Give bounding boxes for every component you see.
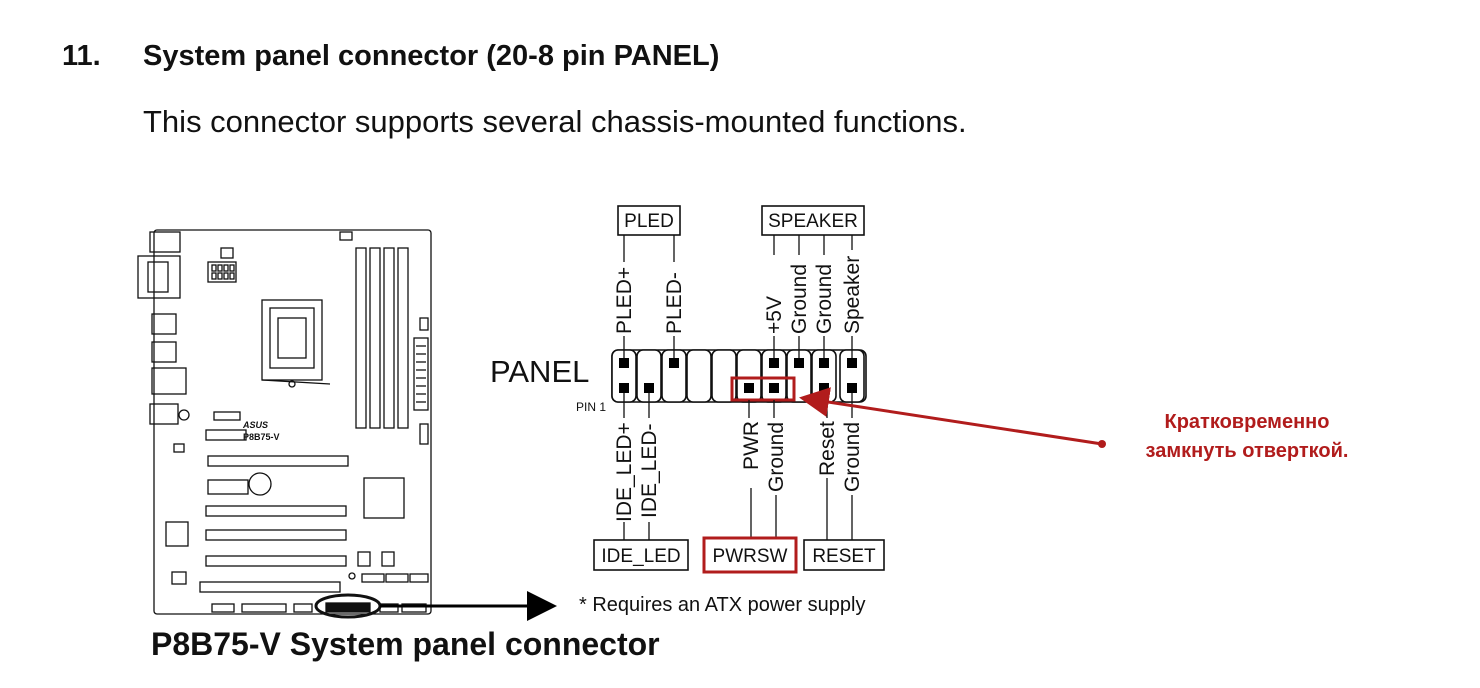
- pin-label-reset: Reset: [816, 421, 839, 476]
- pcie-slot: [205, 555, 347, 567]
- pin: [847, 383, 857, 393]
- pin: [819, 358, 829, 368]
- audio-jack: [178, 409, 190, 421]
- bottom-lead-lines: [623, 393, 853, 540]
- pin-header: [611, 349, 867, 403]
- speaker-group-box: [761, 205, 865, 236]
- chipset: [363, 477, 405, 519]
- pcie-slot: [199, 581, 341, 593]
- pled-group-label: PLED: [624, 211, 674, 232]
- dimm-slot: [369, 247, 381, 429]
- board-model-label: P8B75-V: [243, 432, 280, 442]
- io-port: [147, 261, 169, 293]
- dimm-slot: [355, 247, 367, 429]
- pin-label-reset-ground: Ground: [841, 422, 864, 492]
- pin: [769, 358, 779, 368]
- pin: [619, 383, 629, 393]
- pwrsw-group-label: PWRSW: [713, 546, 788, 567]
- pin: [744, 383, 754, 393]
- pin-label-pled-minus: PLED-: [663, 272, 686, 334]
- pcie-slot: [207, 479, 249, 495]
- annotation-arrow: [799, 387, 1103, 446]
- pwrsw-group-box: [702, 536, 798, 574]
- panel-label: PANEL: [490, 354, 589, 389]
- pcie-slot: [205, 505, 347, 517]
- sata-port: [385, 573, 409, 583]
- pin1-label: PIN 1: [576, 400, 606, 414]
- pwrsw-pins-highlight: [730, 376, 796, 402]
- pin-label-pled-plus: PLED+: [613, 267, 636, 334]
- motherboard-illustration: [137, 229, 432, 619]
- atx-requirement-note: * Requires an ATX power supply: [579, 594, 865, 616]
- section-number: 11.: [62, 40, 101, 72]
- io-port: [151, 341, 177, 363]
- io-port: [151, 367, 187, 395]
- io-port: [149, 231, 181, 253]
- section-title: System panel connector (20-8 pin PANEL): [143, 40, 720, 72]
- io-port: [137, 255, 181, 299]
- board-outline: [153, 229, 432, 615]
- top-lead-lines: [623, 235, 853, 358]
- pled-group-box: [617, 205, 681, 236]
- pin: [644, 383, 654, 393]
- pin: [794, 358, 804, 368]
- pin: [847, 358, 857, 368]
- pin-label-plus5v: +5V: [763, 296, 786, 334]
- pin-label-ground-1: Ground: [788, 264, 811, 334]
- annotation-arrow-tail: [1098, 440, 1106, 448]
- pin: [769, 383, 779, 393]
- ide-led-group-label: IDE_LED: [601, 546, 680, 567]
- pcie-slot: [205, 429, 247, 441]
- pin-label-ground-2: Ground: [813, 264, 836, 334]
- io-port: [151, 313, 177, 335]
- dimm-slot: [397, 247, 409, 429]
- reset-group-label: RESET: [812, 546, 876, 567]
- panel-header-location: [325, 602, 371, 613]
- dimm-slot: [383, 247, 395, 429]
- sata-port: [361, 573, 385, 583]
- ide-led-group-box: [593, 539, 689, 571]
- pin: [669, 358, 679, 368]
- pin-label-pwr: PWR: [740, 421, 763, 470]
- atx-power-connector: [413, 337, 429, 411]
- cpu-socket: [261, 299, 323, 381]
- cmos-battery: [248, 472, 272, 496]
- board-brand-logo: ASUS: [242, 420, 268, 430]
- section-description: This connector supports several chassis-…: [143, 104, 967, 139]
- pin: [619, 358, 629, 368]
- pin: [819, 383, 829, 393]
- reset-group-box: [803, 539, 885, 571]
- pcie-slot: [205, 529, 347, 541]
- io-port: [149, 403, 179, 425]
- pin-label-pwr-ground: Ground: [765, 422, 788, 492]
- pin-label-speaker: Speaker: [841, 256, 864, 334]
- cpu-power-connector: [207, 261, 237, 283]
- pin-label-ide-led-minus: IDE_LED-: [638, 423, 661, 518]
- speaker-group-label: SPEAKER: [768, 211, 858, 232]
- pcie-slot: [207, 455, 349, 467]
- sata-port: [409, 573, 429, 583]
- figure-caption: P8B75-V System panel connector: [151, 626, 660, 662]
- pin-label-ide-led-plus: IDE_LED+: [613, 422, 636, 522]
- annotation-line-1: Кратковременно: [1165, 411, 1330, 433]
- annotation-line-2: замкнуть отверткой.: [1146, 440, 1349, 462]
